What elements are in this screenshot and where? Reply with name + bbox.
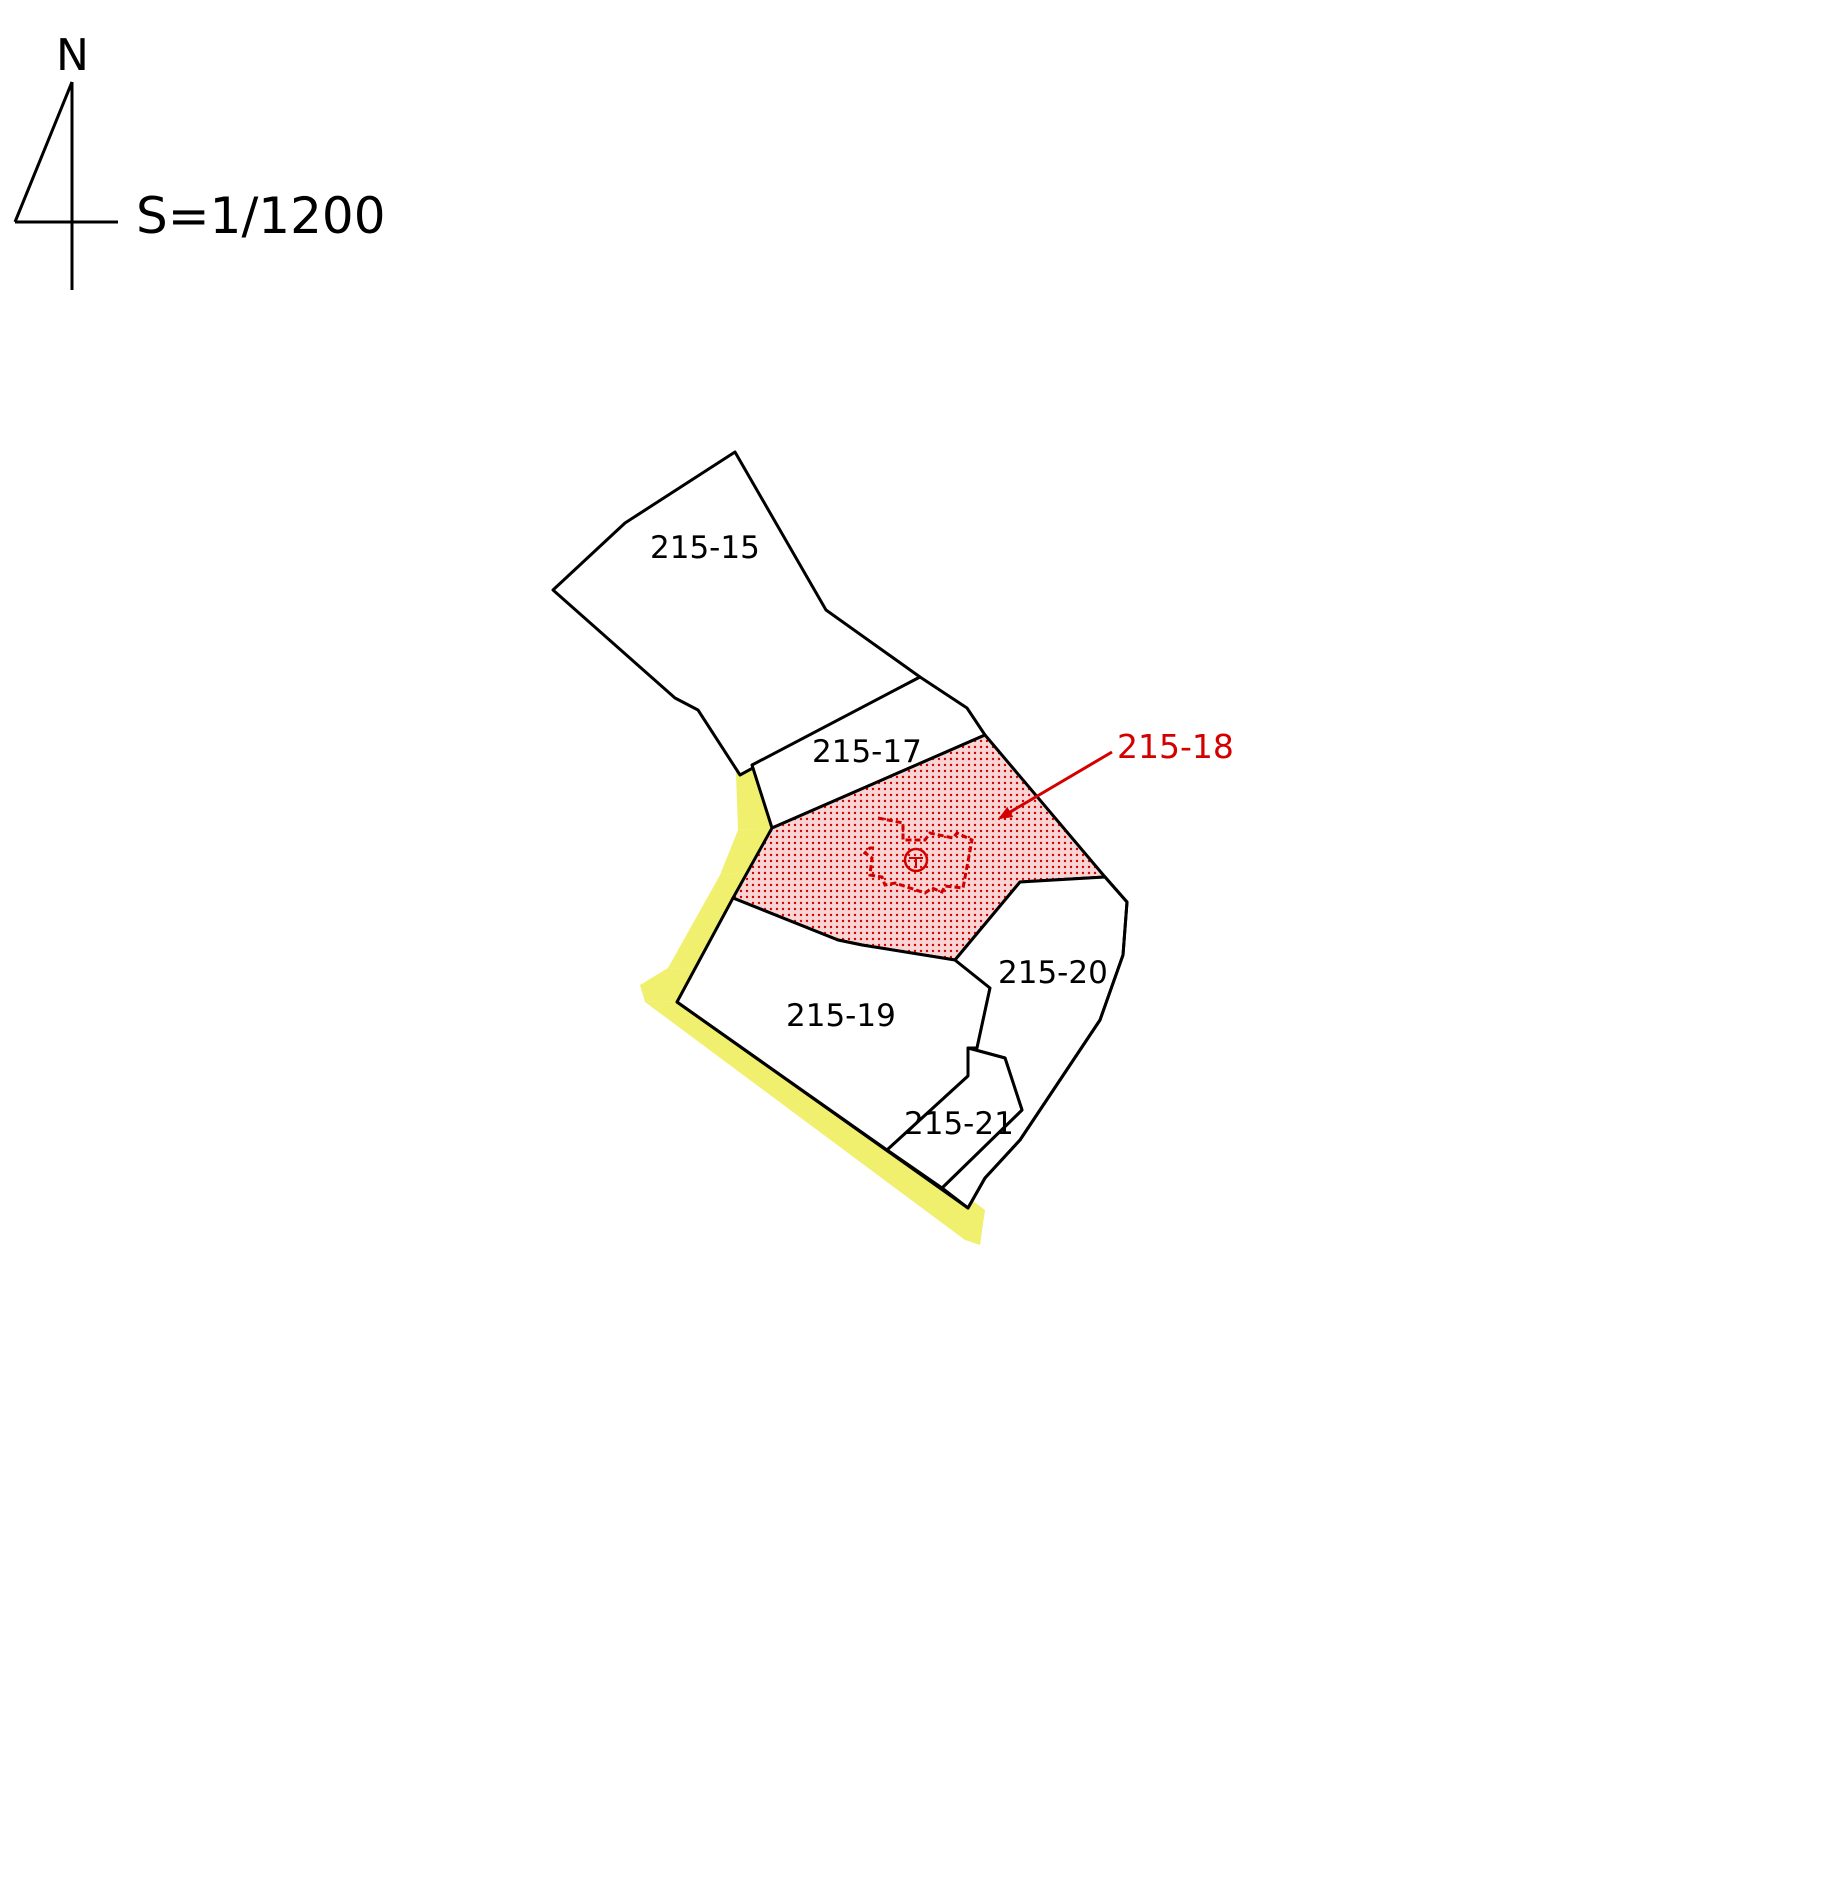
parcel-215-15[interactable] <box>551 450 922 777</box>
north-label: N <box>56 30 89 81</box>
circled-marker-icon <box>903 847 929 873</box>
north-arrow-icon: N <box>13 30 118 290</box>
callout-label-215-18: 215-18 <box>1117 727 1234 766</box>
parcel-label-215-15: 215-15 <box>650 530 760 566</box>
parcel-label-215-21: 215-21 <box>904 1106 1014 1142</box>
parcel-label-215-19: 215-19 <box>786 998 896 1034</box>
parcel-215-17[interactable] <box>750 675 987 830</box>
building-footprint-icon <box>862 816 974 895</box>
callout-arrow <box>998 750 1113 820</box>
parcel-outline <box>676 876 1129 1210</box>
parcel-label-215-17: 215-17 <box>812 734 922 770</box>
parcel-label-215-20: 215-20 <box>998 955 1108 991</box>
scale-label: S=1/1200 <box>136 187 386 245</box>
